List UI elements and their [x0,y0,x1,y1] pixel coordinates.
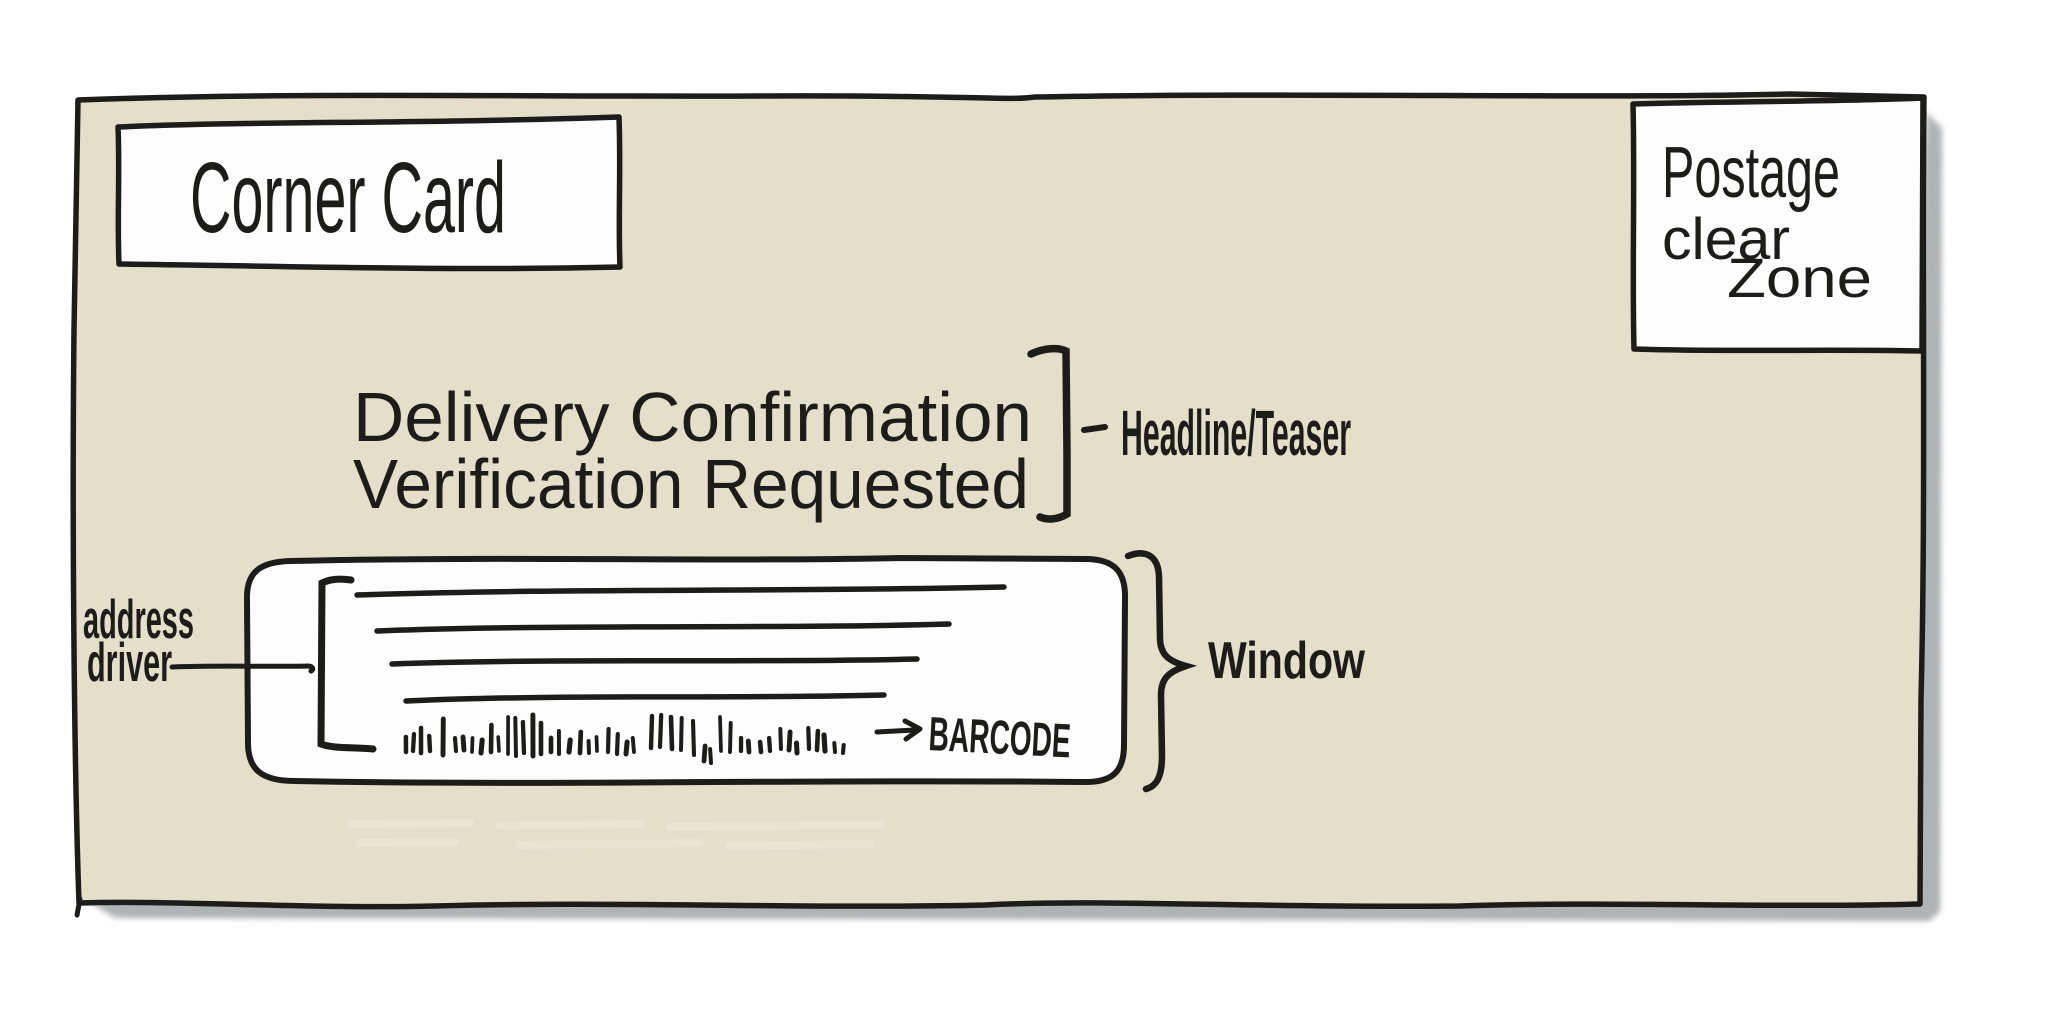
svg-text:Delivery Confirmation: Delivery Confirmation [353,378,1032,456]
svg-text:BARCODE: BARCODE [927,708,1072,768]
svg-text:Corner Card: Corner Card [190,142,506,254]
svg-text:driver: driver [87,631,172,693]
svg-text:address: address [83,588,194,650]
svg-text:Verification Requested: Verification Requested [353,445,1029,523]
svg-text:Postage: Postage [1662,133,1840,213]
svg-text:clear: clear [1662,207,1790,272]
svg-text:Window: Window [1208,632,1365,690]
svg-text:Headline/Teaser: Headline/Teaser [1121,397,1351,469]
svg-text:Zone: Zone [1727,246,1872,309]
